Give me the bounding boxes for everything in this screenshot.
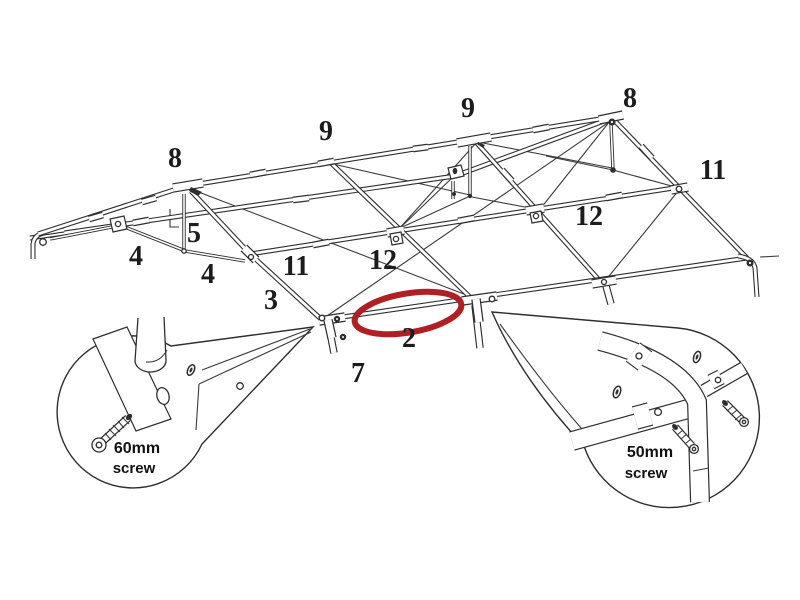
screw-50mm-b	[722, 400, 750, 428]
highlight-ellipse-part-2	[351, 288, 465, 338]
callout-left-line2: screw	[113, 460, 156, 477]
part-label-2: 2	[402, 323, 416, 354]
fittings	[88, 110, 689, 340]
part-labels: 8 9 9 8 11 12 5 4 4 11 12 3 2 7	[129, 83, 726, 389]
part-label-12-left: 12	[369, 245, 397, 276]
frame-line-art	[29, 110, 780, 354]
screw-50mm-a	[672, 424, 700, 455]
part-label-7: 7	[351, 358, 365, 389]
corner-bracket-plate	[92, 326, 172, 432]
magnified-back-tube	[701, 362, 747, 397]
part-label-8-right: 8	[623, 83, 637, 114]
cross-braces	[169, 120, 680, 317]
magnified-leg-tube	[134, 316, 167, 373]
part-label-9-left: 9	[319, 116, 333, 147]
joint-holes	[39, 118, 754, 341]
part-label-9-right: 9	[461, 93, 475, 124]
callout-circle-left	[56, 326, 315, 489]
magnified-eave-tube	[569, 400, 691, 450]
part-label-11-right: 11	[700, 155, 726, 186]
detail-callout-left: 60mm screw	[56, 316, 315, 489]
front-members	[185, 114, 780, 354]
part-label-12-right: 12	[575, 201, 603, 232]
callout-right-line2: screw	[625, 465, 668, 482]
part-label-8-left: 8	[168, 143, 182, 174]
magnified-corner-tube	[597, 332, 709, 503]
part-label-11-left: 11	[283, 251, 309, 282]
part-label-4-a: 4	[129, 241, 143, 272]
detail-callout-right: 50mm screw	[490, 311, 761, 509]
callout-left-line1: 60mm	[114, 440, 160, 457]
part-label-3: 3	[264, 285, 278, 316]
part-label-4-b: 4	[201, 259, 215, 290]
screw-60mm	[91, 413, 133, 453]
part-label-5: 5	[187, 218, 201, 249]
callout-right-line1: 50mm	[627, 444, 673, 461]
